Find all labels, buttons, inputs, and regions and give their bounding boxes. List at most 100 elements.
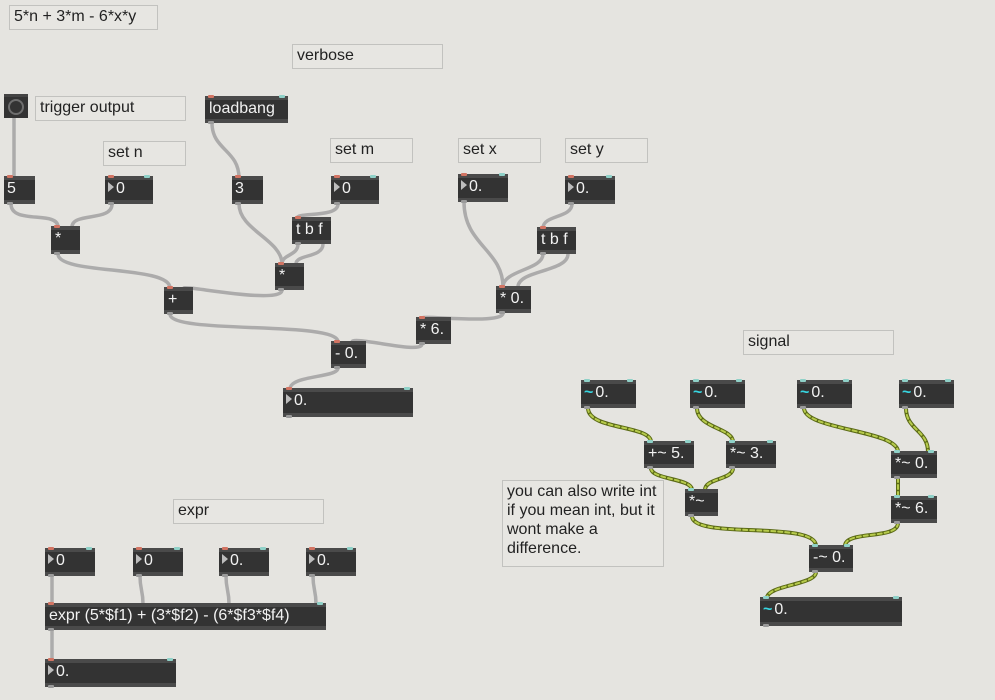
inlet-port[interactable] [167,286,173,289]
inlet-port[interactable] [540,226,546,229]
expr-number-3[interactable]: 0. [219,548,269,576]
inlet-port[interactable] [7,175,13,178]
inlet-port[interactable] [812,544,818,547]
outlet-port[interactable] [334,202,340,205]
inlet-port[interactable] [729,440,735,443]
inlet-port[interactable] [136,547,142,550]
signal-number-result[interactable]: ~0. [760,597,902,626]
inlet-port[interactable] [334,175,340,178]
expr-number-4[interactable]: 0. [306,548,356,576]
signal-number-3[interactable]: ~0. [797,380,852,408]
signal-minus-zero-object[interactable]: -~ 0. [809,545,853,572]
signal-multiply-zero-object[interactable]: *~ 0. [891,451,937,478]
outlet-port[interactable] [286,415,292,418]
inlet-port[interactable] [108,175,114,178]
inlet-port[interactable] [606,175,612,178]
signal-multiply-object[interactable]: *~ [685,489,718,516]
multiply-object-2[interactable]: * [275,263,304,290]
comment-verbose[interactable]: verbose [292,44,443,69]
multiply-zero-object[interactable]: * 0. [496,286,531,313]
outlet-port[interactable] [729,466,735,469]
outlet-port[interactable] [334,366,340,369]
outlet-port[interactable] [894,476,900,479]
outlet-port[interactable] [800,406,806,409]
inlet-port[interactable] [928,495,934,498]
trigger-tbf-object-2[interactable]: t b f [537,227,576,254]
expr-object[interactable]: expr (5*$f1) + (3*$f2) - (6*$f3*$f4) [45,603,326,630]
outlet-port[interactable] [419,342,425,345]
inlet-port[interactable] [844,544,850,547]
outlet-port[interactable] [278,288,284,291]
comment-signal[interactable]: signal [743,330,894,355]
outlet-port[interactable] [540,252,546,255]
outlet-port[interactable] [568,202,574,205]
outlet-port[interactable] [688,514,694,517]
inlet-port[interactable] [86,547,92,550]
outlet-port[interactable] [894,521,900,524]
inlet-port[interactable] [693,379,699,382]
inlet-port[interactable] [894,495,900,498]
comment-expr[interactable]: expr [173,499,324,524]
loadbang-object[interactable]: loadbang [205,96,288,123]
inlet-port[interactable] [843,379,849,382]
outlet-port[interactable] [499,311,505,314]
inlet-port[interactable] [286,387,292,390]
outlet-port[interactable] [461,200,467,203]
number-set-m[interactable]: 0 [331,176,379,204]
number-set-x[interactable]: 0. [458,174,508,202]
outlet-port[interactable] [763,624,769,627]
trigger-toggle[interactable] [4,94,28,118]
trigger-tbf-object-1[interactable]: t b f [292,217,331,244]
inlet-port[interactable] [763,596,769,599]
number-3[interactable]: 3 [232,176,263,204]
inlet-port[interactable] [499,173,505,176]
inlet-port[interactable] [54,225,60,228]
inlet-port[interactable] [404,387,410,390]
inlet-port[interactable] [945,379,951,382]
outlet-port[interactable] [48,685,54,688]
outlet-port[interactable] [48,574,54,577]
outlet-port[interactable] [812,570,818,573]
inlet-port[interactable] [222,547,228,550]
inlet-port[interactable] [167,658,173,661]
comment-set-x[interactable]: set x [458,138,541,163]
number-set-y[interactable]: 0. [565,176,615,204]
outlet-port[interactable] [136,574,142,577]
inlet-port[interactable] [893,596,899,599]
inlet-port[interactable] [370,175,376,178]
outlet-port[interactable] [54,252,60,255]
plus-object[interactable]: + [164,287,193,314]
expr-number-1[interactable]: 0 [45,548,95,576]
inlet-port[interactable] [902,379,908,382]
comment-trigger-output[interactable]: trigger output [35,96,186,121]
inlet-port[interactable] [499,285,505,288]
expr-number-2[interactable]: 0 [133,548,183,576]
signal-number-2[interactable]: ~0. [690,380,745,408]
inlet-port[interactable] [584,379,590,382]
number-result[interactable]: 0. [283,388,413,417]
outlet-port[interactable] [295,242,301,245]
inlet-port[interactable] [461,173,467,176]
inlet-port[interactable] [260,547,266,550]
outlet-port[interactable] [693,406,699,409]
inlet-port[interactable] [295,216,301,219]
outlet-port[interactable] [902,406,908,409]
inlet-port[interactable] [685,440,691,443]
number-set-n[interactable]: 0 [105,176,153,204]
expr-number-result[interactable]: 0. [45,659,176,687]
inlet-port[interactable] [48,602,54,605]
inlet-port[interactable] [174,547,180,550]
inlet-port[interactable] [317,602,323,605]
signal-number-4[interactable]: ~0. [899,380,954,408]
inlet-port[interactable] [48,658,54,661]
inlet-port[interactable] [235,175,241,178]
inlet-port[interactable] [309,547,315,550]
inlet-port[interactable] [48,547,54,550]
comment-set-y[interactable]: set y [565,138,648,163]
outlet-port[interactable] [208,121,214,124]
inlet-port[interactable] [144,175,150,178]
comment-note[interactable]: you can also write int if you mean int, … [502,480,664,567]
outlet-port[interactable] [48,628,54,631]
inlet-port[interactable] [688,488,694,491]
outlet-port[interactable] [584,406,590,409]
